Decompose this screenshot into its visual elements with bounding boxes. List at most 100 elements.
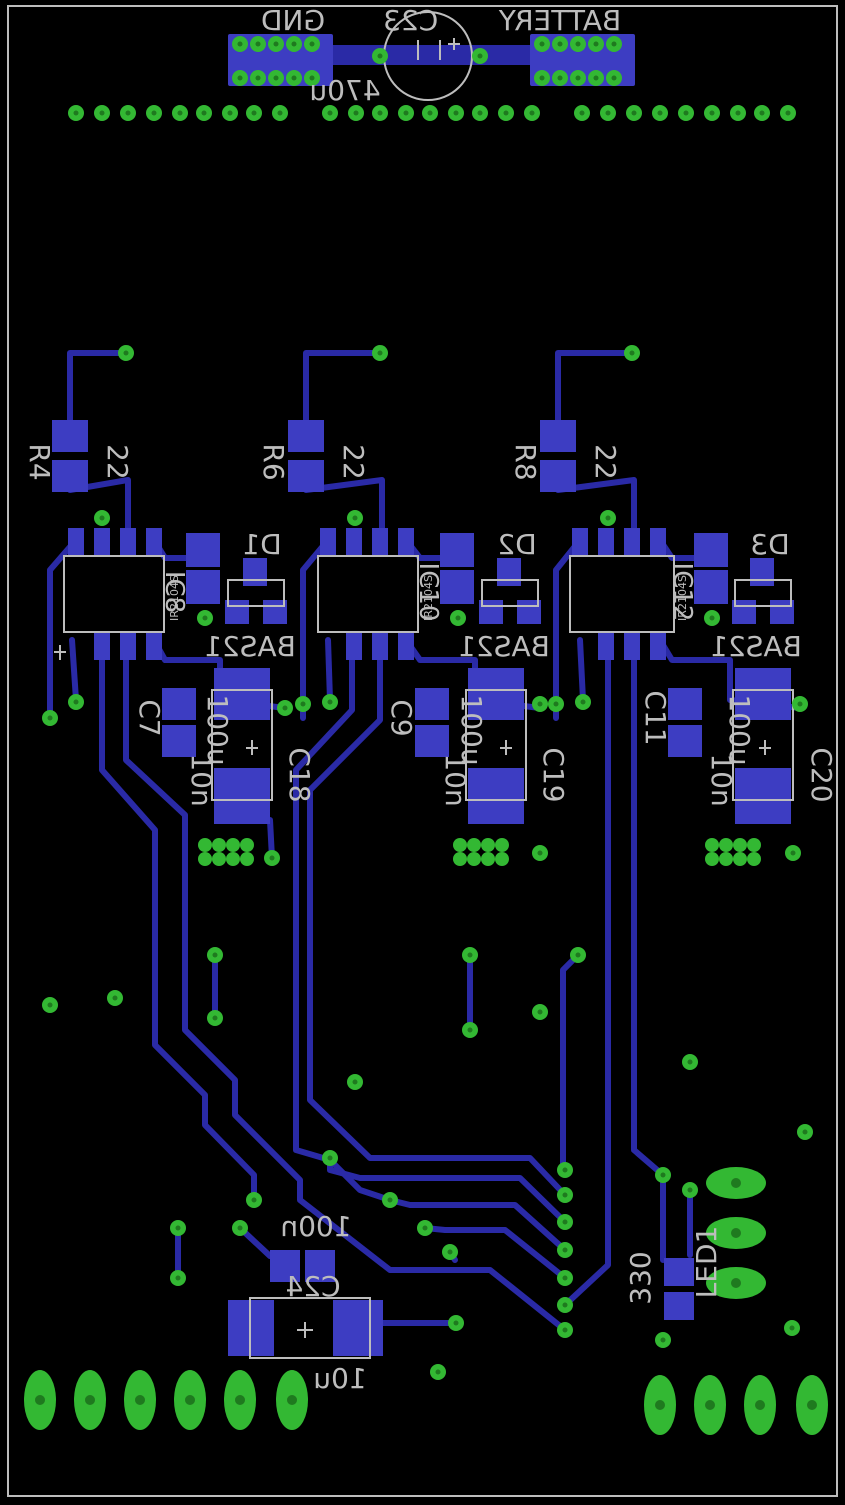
via-hole	[580, 699, 586, 705]
cluster-pad	[226, 852, 240, 866]
via-hole	[237, 41, 243, 47]
via-hole	[227, 110, 233, 116]
connector-hole	[85, 1395, 95, 1405]
label-r4: R4	[23, 443, 56, 480]
cluster-pad	[747, 852, 761, 866]
board-outline	[7, 5, 838, 1497]
cluster-pad	[495, 852, 509, 866]
cluster-pad	[495, 838, 509, 852]
via-hole	[453, 1320, 459, 1326]
via-hole	[605, 110, 611, 116]
label-d1: D1	[242, 528, 281, 561]
label-c20-value: 100u	[723, 694, 756, 765]
via-hole	[579, 110, 585, 116]
connector-hole	[731, 1178, 741, 1188]
via-hole	[99, 515, 105, 521]
label-c7-value: 10n	[185, 753, 218, 806]
label-c7: C7	[133, 699, 166, 736]
label-c24-value-bottom: 10u	[313, 1362, 366, 1395]
via-hole	[447, 1249, 453, 1255]
via-hole	[539, 41, 545, 47]
silk-labels: C23 GND BATTERY 470u R4 22 R6 22 R8 22 D…	[23, 4, 838, 1395]
via-hole	[477, 53, 483, 59]
via-hole	[99, 110, 105, 116]
via-hole	[575, 41, 581, 47]
via-hole	[327, 699, 333, 705]
via-hole	[537, 850, 543, 856]
oval-connector-pads	[24, 1167, 828, 1435]
via-hole	[802, 1129, 808, 1135]
via-hole	[467, 952, 473, 958]
label-d3: D3	[750, 528, 789, 561]
via-hole	[327, 110, 333, 116]
connector-hole	[655, 1400, 665, 1410]
via-hole	[387, 1197, 393, 1203]
label-c18-value: 100u	[201, 694, 234, 765]
via-hole	[237, 75, 243, 81]
via-hole	[785, 110, 791, 116]
via-hole	[557, 41, 563, 47]
cluster-pad	[212, 852, 226, 866]
via-hole	[309, 41, 315, 47]
via-hole	[151, 110, 157, 116]
cluster-pad	[733, 838, 747, 852]
via-hole	[562, 1219, 568, 1225]
smd-pads	[52, 34, 794, 1356]
label-c23: C23	[383, 4, 438, 37]
via-hole	[112, 995, 118, 1001]
via-hole	[202, 615, 208, 621]
label-bas21-3: BAS21	[710, 630, 802, 663]
via-hole	[529, 110, 535, 116]
label-gnd: GND	[261, 4, 325, 37]
label-c19: C19	[537, 747, 570, 802]
via-hole	[557, 75, 563, 81]
connector-hole	[235, 1395, 245, 1405]
cluster-pad	[212, 838, 226, 852]
via-hole	[657, 110, 663, 116]
via-hole	[709, 615, 715, 621]
via-hole	[47, 1002, 53, 1008]
via-hole	[212, 1015, 218, 1021]
via-hole	[175, 1225, 181, 1231]
label-r4-value: 22	[101, 444, 134, 480]
via-hole	[611, 41, 617, 47]
label-ic10: IC10	[413, 563, 443, 622]
label-c20: C20	[805, 747, 838, 802]
connector-hole	[755, 1400, 765, 1410]
via-hole	[631, 110, 637, 116]
via-hole	[273, 41, 279, 47]
via-hole	[177, 110, 183, 116]
label-c23-value: 470u	[309, 74, 380, 107]
label-ic-part-1: IR2104S	[168, 575, 181, 621]
cluster-pad	[719, 838, 733, 852]
label-d2: D2	[497, 528, 536, 561]
via-hole	[435, 1369, 441, 1375]
via-hole	[562, 1327, 568, 1333]
via-hole	[255, 75, 261, 81]
label-c11: C11	[639, 690, 672, 745]
via-hole	[455, 615, 461, 621]
cluster-pad	[240, 838, 254, 852]
via-hole	[377, 53, 383, 59]
via-hole	[562, 1192, 568, 1198]
via-hole	[660, 1337, 666, 1343]
via-hole	[605, 515, 611, 521]
label-c24: C24	[285, 1270, 340, 1303]
via-hole	[212, 952, 218, 958]
via-hole	[73, 110, 79, 116]
via-hole	[269, 855, 275, 861]
via-hole	[593, 41, 599, 47]
cluster-pad	[733, 852, 747, 866]
label-c24-value-top: 100n	[280, 1210, 351, 1243]
via-hole	[327, 1155, 333, 1161]
cluster-pad	[453, 838, 467, 852]
label-c18: C18	[283, 747, 316, 802]
via-hole	[687, 1059, 693, 1065]
cluster-pad	[226, 838, 240, 852]
label-battery: BATTERY	[498, 4, 621, 37]
via-hole	[453, 110, 459, 116]
via-hole	[683, 110, 689, 116]
label-ic8: IC8	[159, 571, 189, 613]
via-hole	[47, 715, 53, 721]
via-hole	[123, 350, 129, 356]
